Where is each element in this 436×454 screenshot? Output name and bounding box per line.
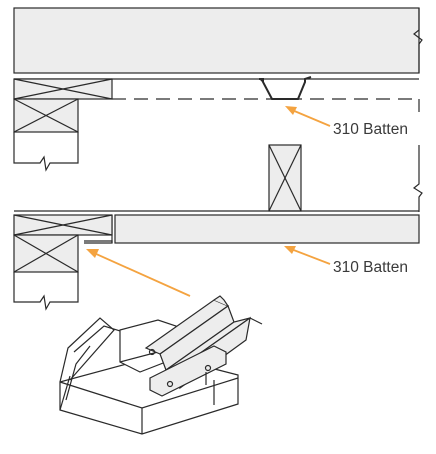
lower-board xyxy=(14,210,420,244)
callout-arrow-upper xyxy=(285,106,331,127)
isometric-bracket-detail xyxy=(59,295,263,435)
lower-joist xyxy=(13,214,113,311)
upper-joist xyxy=(13,78,113,172)
top-hat-batten-profile xyxy=(259,76,312,100)
upper-batten-label: 310 Batten xyxy=(333,121,408,138)
middle-timber-block xyxy=(268,144,302,212)
callout-arrow-detail xyxy=(86,249,191,297)
lower-batten-label: 310 Batten xyxy=(333,259,408,276)
callout-arrow-lower xyxy=(284,246,331,265)
upper-board xyxy=(13,7,423,80)
